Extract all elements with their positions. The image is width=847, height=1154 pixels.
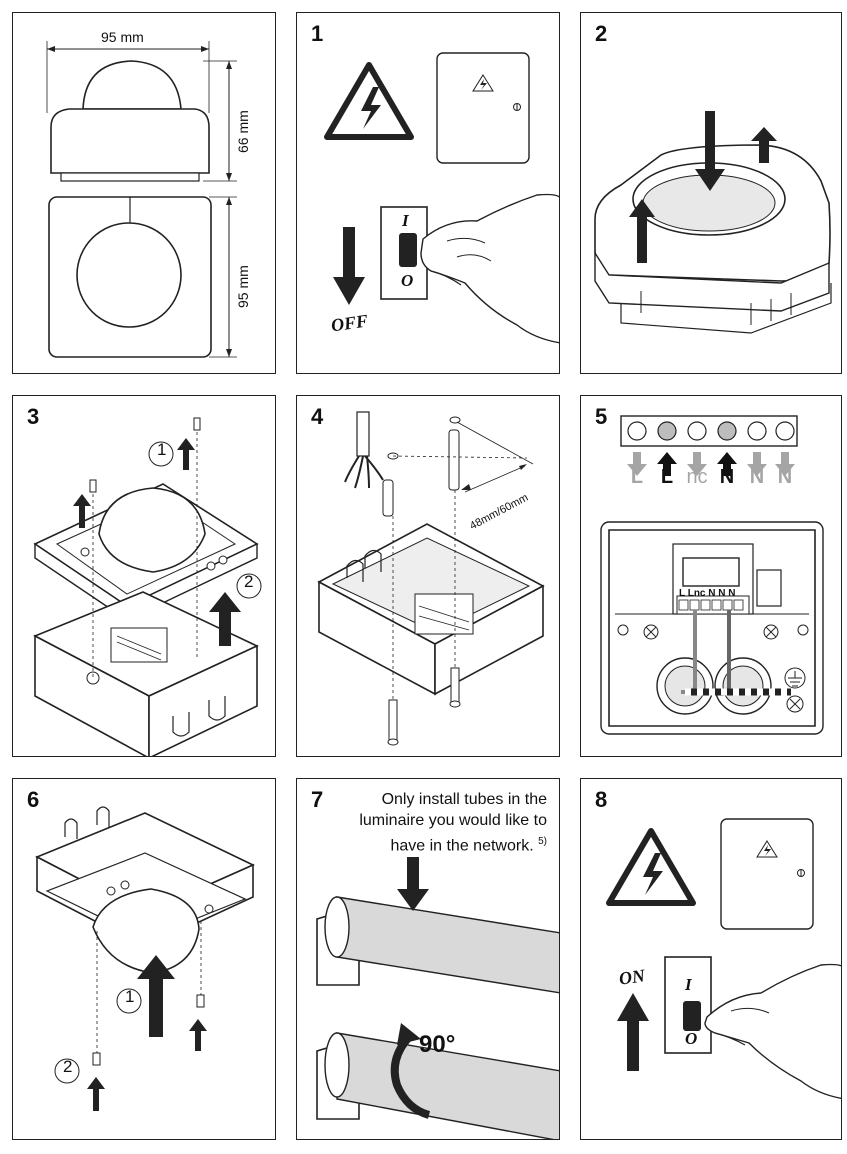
step-2-label: 2 [244,572,254,591]
up-arrow-icon [177,438,195,470]
mounting-drawing [317,411,545,746]
down-arrow-icon [333,227,365,305]
step-1-label: 1 [125,987,135,1006]
step-number: 6 [27,787,40,812]
step-circle-1 [148,441,174,467]
up-arrow-icon [209,592,241,646]
sensor-opening-drawing [594,111,832,334]
panel-step-2: 2 [580,12,842,374]
step-number: 3 [27,404,40,429]
terminal-label-4: N [749,466,765,488]
step-number: 4 [311,404,324,429]
switch-off-mark: O [401,271,414,290]
fuse-box-icon [436,52,530,164]
step-circle-2 [54,1058,80,1084]
tube-installation-drawing [316,857,559,1139]
up-arrow-icon [73,494,91,528]
width-dimension-label: 95 mm [101,29,144,45]
terminal-label-3: N [719,466,735,488]
on-label: ON [617,965,647,989]
panel-step-1: 1 I O OFF [296,12,560,374]
up-arrow-icon [137,955,175,1037]
step-number: 8 [595,787,608,812]
switch-on-mark: I [402,211,409,230]
step-number: 5 [595,404,608,429]
instruction-note: Only install tubes in the luminaire you … [337,789,547,856]
panel-step-6: 6 1 2 [12,778,276,1140]
panel-step-5: 5 [580,395,842,757]
up-arrow-icon [617,993,649,1071]
down-arrow-icon [397,857,429,911]
hand-icon [704,963,841,1099]
step-number: 1 [311,21,324,46]
disassembly-drawing [33,417,262,756]
panel-step-7: 7 Only install tubes in the luminaire yo… [296,778,560,1140]
height-dimension-label: 66 mm [235,110,251,153]
panel-step-3: 3 1 2 [12,395,276,757]
power-on-drawing [606,818,841,1099]
terminal-label-1: L [660,466,674,488]
wiring-drawing [600,415,824,735]
hand-icon [420,193,559,344]
up-arrow-icon [629,199,655,263]
down-arrow-icon [695,111,725,191]
sensor-dimension-drawing [46,41,237,358]
up-arrow-icon [189,1019,207,1051]
step-circle-2 [236,573,262,599]
terminal-block-label: L Lnc N N N [679,588,736,599]
depth-dimension-label: 95 mm [235,265,251,308]
step-number: 7 [311,787,324,812]
power-off-drawing [324,52,559,344]
rotation-label: 90° [419,1031,456,1058]
terminal-label-5: N [777,466,793,488]
up-arrow-icon [751,127,777,163]
fuse-box-icon [720,818,814,930]
terminal-strip [620,415,798,447]
up-arrow-icon [87,1077,105,1111]
note-text: Only install tubes in the luminaire you … [359,791,547,855]
switch-off-mark: O [685,1029,698,1048]
terminal-label-0: L [630,466,644,488]
footnote-mark: 5) [538,836,547,847]
panel-step-8: 8 I O ON [580,778,842,1140]
step-number: 2 [595,21,608,46]
switch-on-mark: I [685,975,692,994]
panel-dimensions: 95 mm 66 mm 95 mm [12,12,276,374]
panel-step-4: 4 48mm/60mm [296,395,560,757]
terminal-label-2: nc [686,466,708,488]
reassembly-drawing [35,806,255,1111]
step-circle-1 [116,988,142,1014]
step-2-label: 2 [63,1057,73,1076]
step-1-label: 1 [157,440,167,459]
